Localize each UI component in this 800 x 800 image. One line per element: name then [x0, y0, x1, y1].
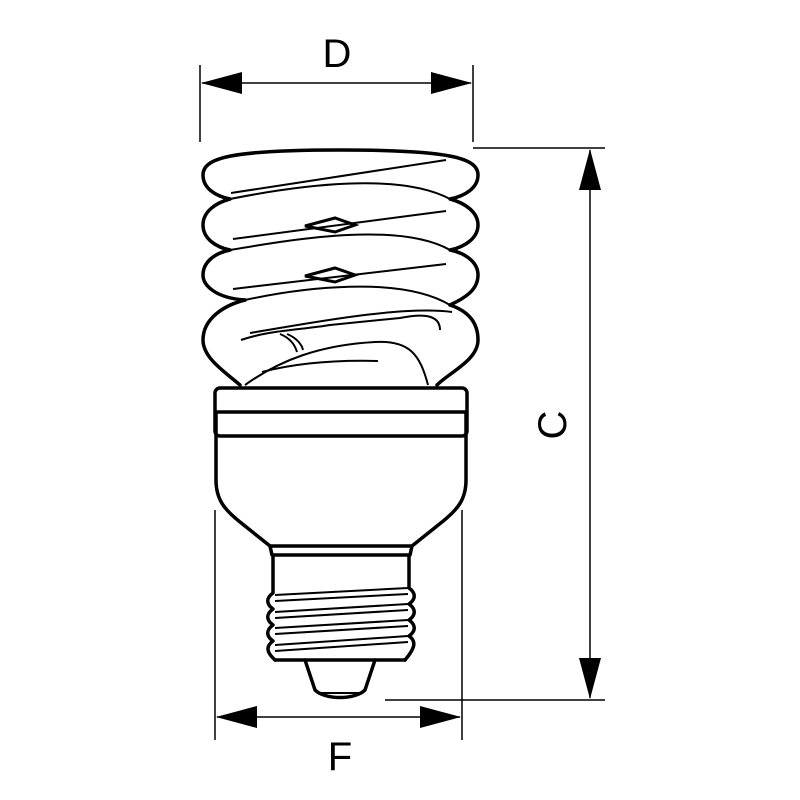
dimension-f-label: F [328, 735, 352, 779]
screw-base [266, 544, 416, 700]
spiral-tube [201, 148, 480, 387]
lamp-housing [213, 386, 469, 548]
dimension-c-label: C [531, 411, 575, 440]
dimension-c: C [385, 147, 605, 701]
dimension-d-label: D [323, 32, 352, 76]
dimension-f: F [214, 510, 463, 779]
dimension-d: D [199, 32, 474, 142]
